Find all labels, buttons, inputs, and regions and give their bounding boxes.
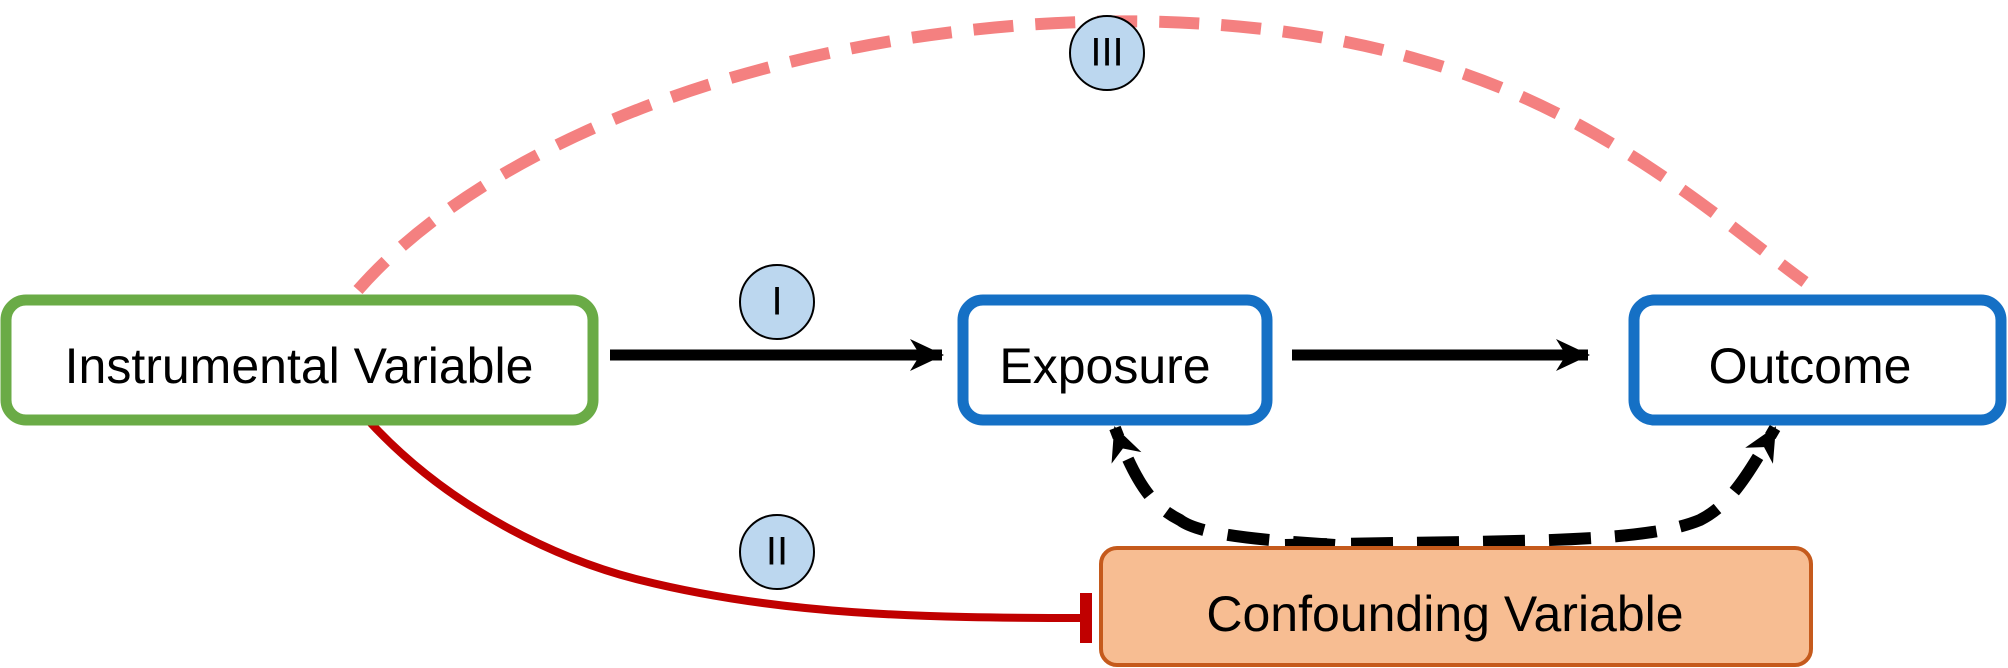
node-instrumental-variable: Instrumental Variable (0, 294, 599, 426)
edge-confounder-exposure-dashed (1109, 425, 1336, 551)
node-outcome: Outcome (1628, 294, 2007, 426)
edge-instrument-confounder (365, 417, 1087, 622)
badge-two: II (739, 514, 815, 590)
node-exposure-label: Exposure (999, 338, 1210, 394)
badge-one: I (739, 264, 815, 340)
badge-three-label: III (1090, 31, 1123, 75)
node-outcome-label: Outcome (1709, 338, 1912, 394)
badge-one-label: I (771, 280, 782, 324)
badge-three: III (1069, 15, 1145, 91)
node-instrumental-variable-label: Instrumental Variable (65, 338, 534, 394)
edge-instrument-outcome-dashed (353, 15, 1809, 294)
edge-confounder-outcome-dashed (1284, 425, 1781, 551)
node-exposure: Exposure (957, 294, 1273, 426)
badge-two-label: II (766, 530, 788, 574)
node-confounding-variable: Confounding Variable (1099, 546, 1813, 667)
node-confounding-variable-label: Confounding Variable (1206, 586, 1683, 642)
